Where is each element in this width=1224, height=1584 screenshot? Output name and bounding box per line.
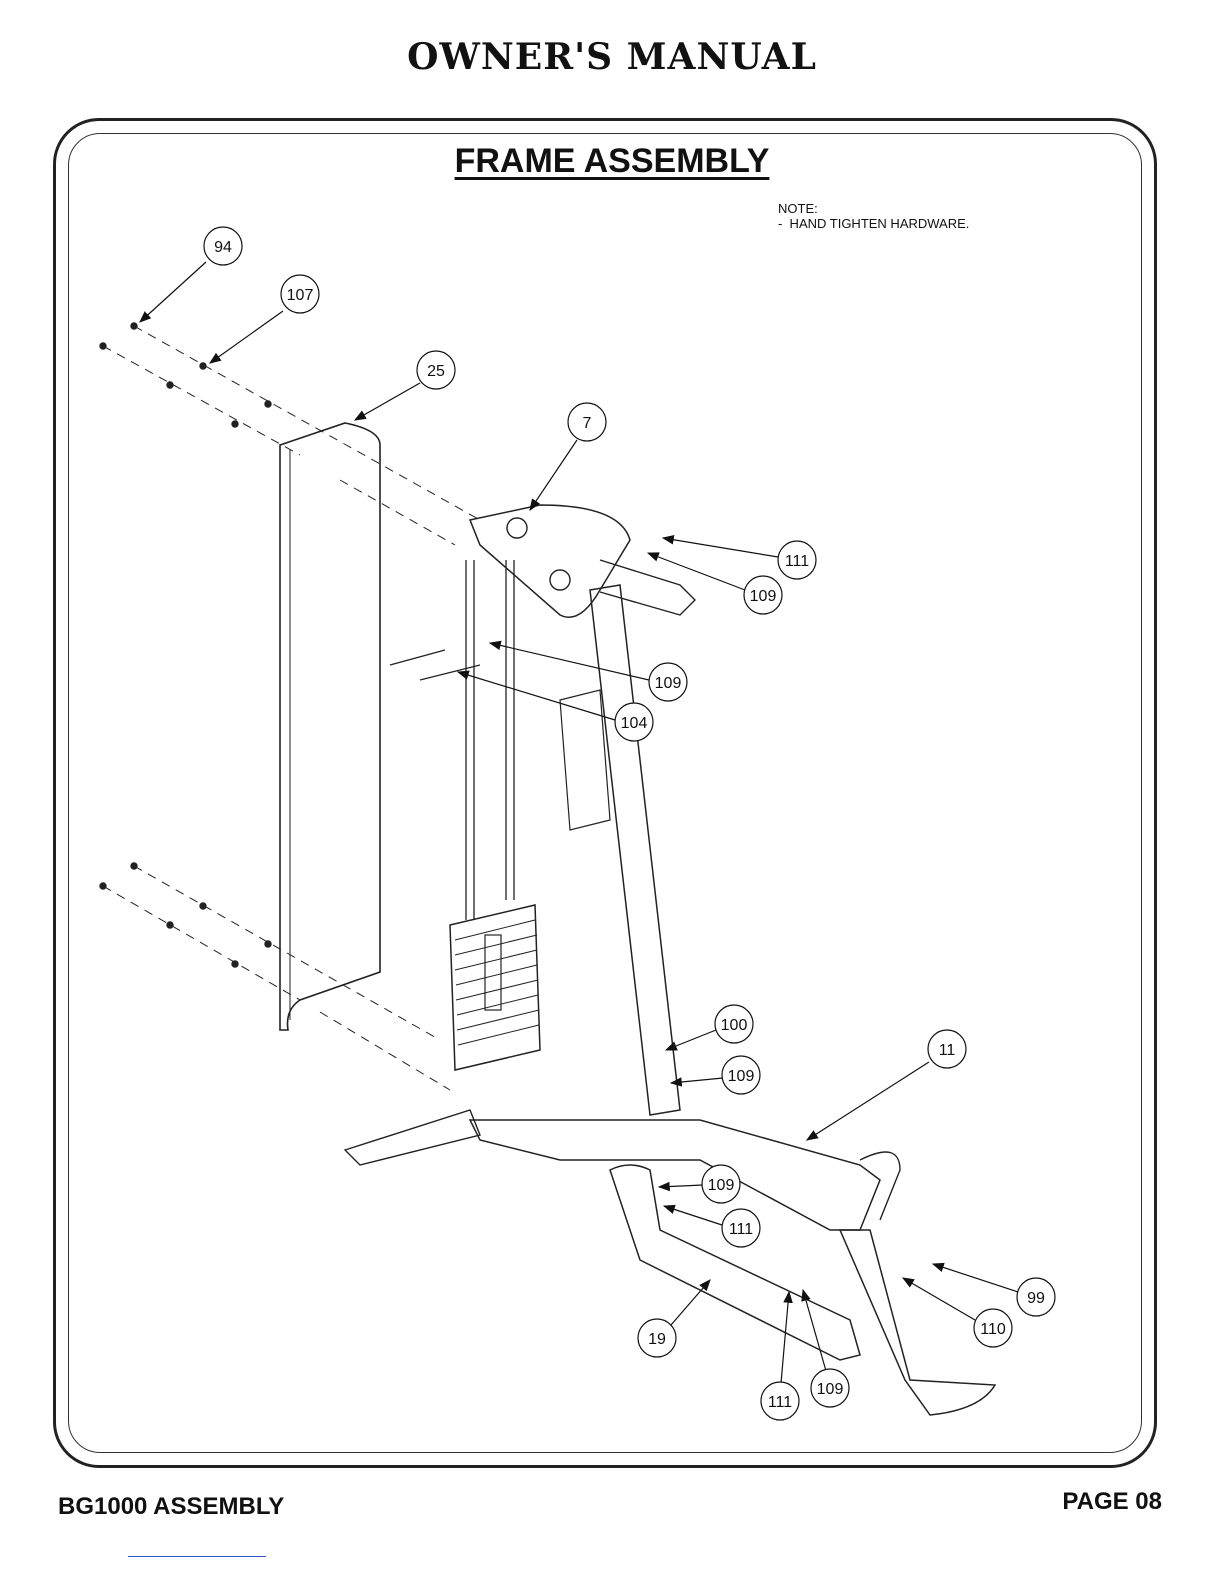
callout-25: 25 [355, 351, 455, 420]
exploded-parts-drawing [100, 323, 995, 1415]
callout-107: 107 [210, 275, 319, 363]
callout-109-upright: 109 [671, 1056, 760, 1094]
callout-7: 7 [530, 403, 606, 510]
svg-text:109: 109 [708, 1177, 735, 1194]
callout-111-leg: 111 [761, 1292, 799, 1420]
svg-text:19: 19 [648, 1331, 666, 1348]
hardware-top-left [100, 323, 271, 967]
callout-110: 110 [903, 1278, 1012, 1347]
callout-104: 104 [458, 672, 653, 741]
svg-text:109: 109 [817, 1381, 844, 1398]
base-frame [470, 1120, 880, 1230]
callout-109-top: 109 [648, 553, 782, 614]
callout-111-base: 111 [664, 1206, 760, 1247]
callout-94: 94 [140, 227, 242, 322]
footer-page-number: PAGE 08 [1062, 1488, 1162, 1516]
svg-text:109: 109 [728, 1068, 755, 1085]
svg-text:100: 100 [721, 1017, 748, 1034]
rear-leg-foot [840, 1230, 995, 1415]
svg-text:111: 111 [768, 1394, 792, 1411]
svg-text:107: 107 [287, 287, 314, 304]
svg-text:25: 25 [427, 363, 445, 380]
callout-109-leg: 109 [803, 1290, 849, 1407]
svg-text:94: 94 [214, 239, 232, 256]
callout-11: 11 [807, 1030, 966, 1140]
svg-text:109: 109 [655, 675, 682, 692]
svg-text:109: 109 [750, 588, 777, 605]
callout-99: 99 [933, 1264, 1055, 1316]
callout-19: 19 [638, 1280, 710, 1357]
svg-text:104: 104 [621, 715, 648, 732]
footer-model-label: BG1000 ASSEMBLY [58, 1493, 284, 1521]
svg-text:110: 110 [980, 1321, 1006, 1338]
svg-text:99: 99 [1027, 1290, 1045, 1307]
svg-text:11: 11 [939, 1042, 956, 1059]
shroud-panel [280, 423, 380, 1030]
callout-100: 100 [666, 1005, 753, 1050]
svg-text:111: 111 [729, 1221, 753, 1238]
svg-text:111: 111 [785, 553, 809, 570]
top-plate [470, 505, 630, 617]
callout-109-base: 109 [659, 1165, 740, 1203]
link-underline [128, 1556, 266, 1557]
callout-111-top: 111 [663, 538, 816, 579]
svg-text:7: 7 [583, 415, 592, 432]
weight-stack [450, 905, 540, 1070]
